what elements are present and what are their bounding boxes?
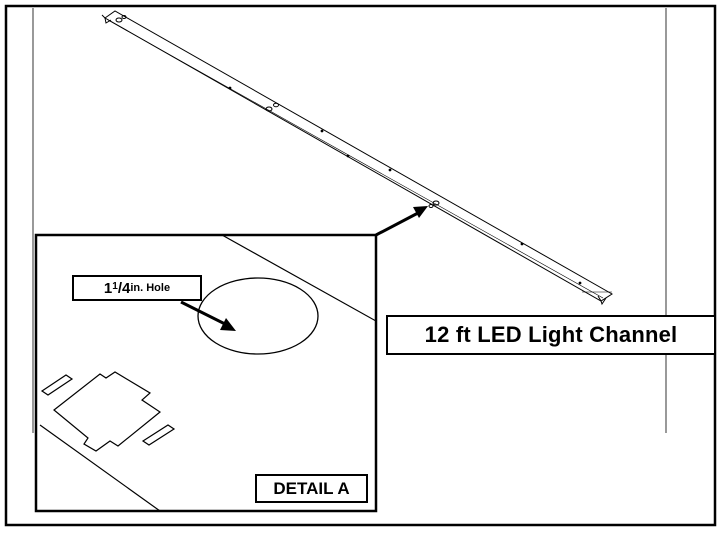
detail-a-label: DETAIL A	[255, 474, 368, 503]
hole-size-numerator: 1	[112, 281, 118, 292]
hole-size-whole: 1	[103, 279, 113, 297]
detail-edge-bottom	[39, 424, 161, 511]
cutout-outline	[53, 371, 162, 452]
detail-a-panel	[34, 233, 378, 513]
detail-edge-top	[221, 235, 376, 322]
slot-lower	[141, 424, 176, 446]
hole-leader-arrow	[220, 318, 236, 331]
channel-callout: 12 ft LED Light Channel	[386, 315, 716, 355]
detail-leader-arrow	[413, 206, 428, 218]
hole-size-denominator: 4	[122, 279, 131, 297]
detail-a-border	[34, 233, 378, 513]
detail-leader-line	[375, 211, 419, 237]
slot-upper	[40, 374, 74, 396]
outer-frame	[4, 4, 717, 527]
hole-leader-line	[180, 300, 226, 326]
hole-size-fraction-slash: /	[117, 279, 122, 297]
light-channel	[101, 10, 613, 306]
hole-ellipse	[197, 277, 319, 355]
hole-size-text: in. Hole	[130, 282, 171, 294]
